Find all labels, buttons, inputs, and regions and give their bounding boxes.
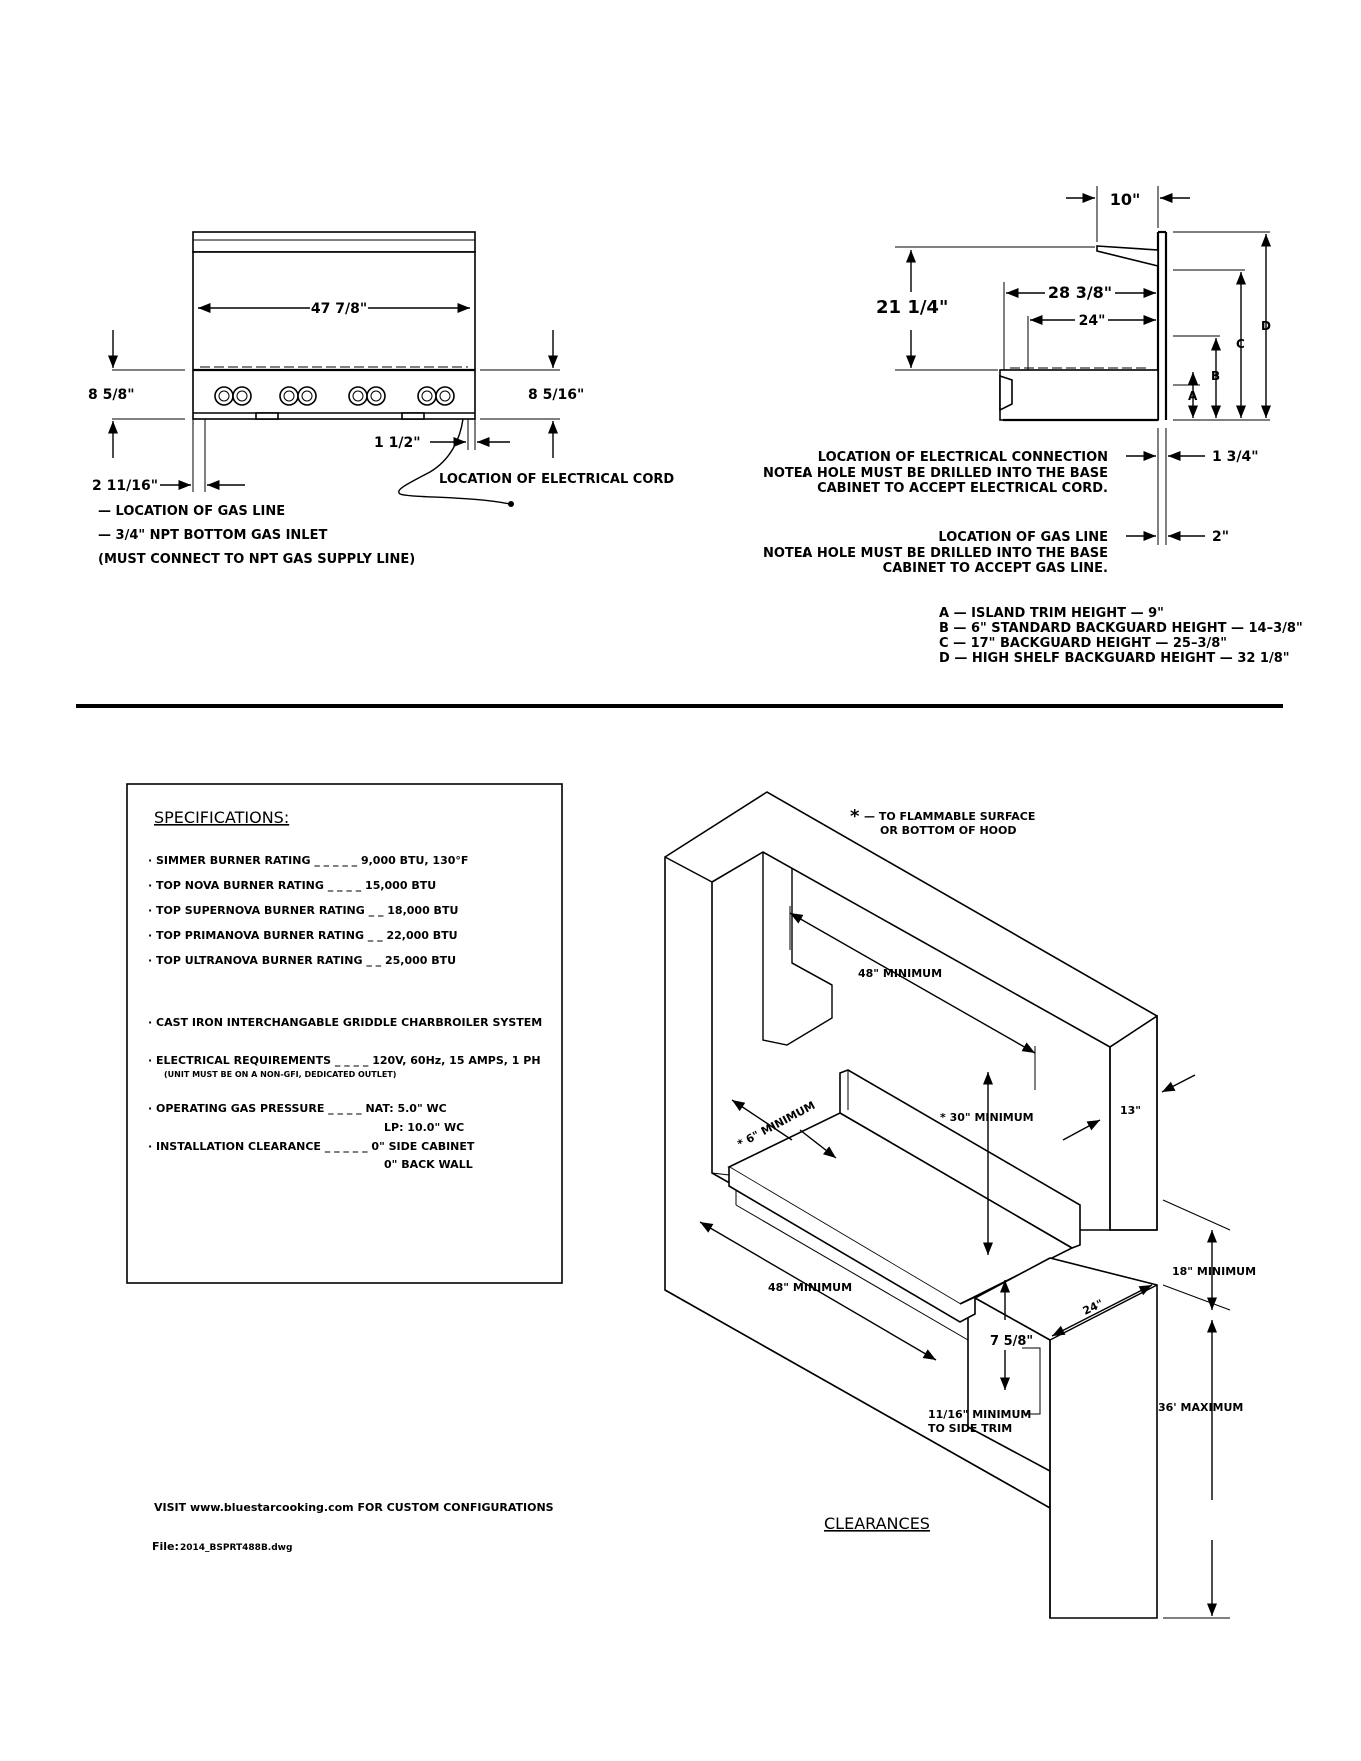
shelf-depth-dim: 10" <box>1110 190 1141 209</box>
clearance-width-bottom: 48" MINIMUM <box>768 1281 852 1294</box>
spec-line-simmer: · SIMMER BURNER RATING _ _ _ _ _ 9,000 B… <box>148 854 468 867</box>
side-view-drawing <box>895 186 1272 545</box>
depth-inner-dim: 24" <box>1079 313 1106 329</box>
clearance-hood-depth: 13" <box>1120 1104 1141 1117</box>
spec-line-electrical-note: (UNIT MUST BE ON A NON-GFI, DEDICATED OU… <box>164 1070 396 1079</box>
gas-note-line1: A HOLE MUST BE DRILLED INTO THE BASE <box>802 546 1108 561</box>
gas-line-label: LOCATION OF GAS LINE <box>938 530 1108 545</box>
electrical-connection-label: LOCATION OF ELECTRICAL CONNECTION <box>818 450 1108 465</box>
legend-a: A — ISLAND TRIM HEIGHT — 9" <box>939 606 1164 621</box>
gas-note-line2: CABINET TO ACCEPT GAS LINE. <box>883 561 1108 576</box>
electrical-note-prefix: NOTE: <box>763 466 808 481</box>
gas-note-3: (MUST CONNECT TO NPT GAS SUPPLY LINE) <box>98 552 415 567</box>
cord-offset-dim: 1 1/2" <box>374 435 421 451</box>
spec-line-supernova: · TOP SUPERNOVA BURNER RATING _ _ 18,000… <box>148 904 458 917</box>
legend-c: C — 17" BACKGUARD HEIGHT — 25–3/8" <box>939 636 1227 651</box>
gas-offset-side-dim: 2" <box>1212 529 1229 545</box>
spec-line-clearance: · INSTALLATION CLEARANCE _ _ _ _ _ 0" SI… <box>148 1140 475 1153</box>
specifications-box <box>126 783 563 1284</box>
clearance-trim-min-1: 11/16" MINIMUM <box>928 1408 1031 1421</box>
depth-outer-dim: 28 3/8" <box>1048 283 1112 302</box>
clearance-note-star: * <box>850 806 860 827</box>
front-height-right-dim: 8 5/16" <box>528 387 584 403</box>
clearance-note-line2: OR BOTTOM OF HOOD <box>880 824 1017 837</box>
knob-row <box>214 386 455 406</box>
spec-line-primanova: · TOP PRIMANOVA BURNER RATING _ _ 22,000… <box>148 929 458 942</box>
gas-note-2: — 3/4" NPT BOTTOM GAS INLET <box>98 528 327 543</box>
gas-note-prefix: NOTE: <box>763 546 808 561</box>
clearances-drawing <box>664 791 1231 1619</box>
clearance-note-line1: — TO FLAMMABLE SURFACE <box>864 810 1035 823</box>
gas-offset-dim: 2 11/16" <box>92 478 158 494</box>
specifications-title: SPECIFICATIONS: <box>154 808 289 827</box>
cord-label: LOCATION OF ELECTRICAL CORD <box>439 472 674 487</box>
legend-d: D — HIGH SHELF BACKGUARD HEIGHT — 32 1/8… <box>939 651 1290 666</box>
side-height-dim: 21 1/4" <box>876 297 948 318</box>
spec-line-gas-lp: LP: 10.0" WC <box>384 1121 464 1134</box>
file-name: 2014_BSPRT488B.dwg <box>180 1543 292 1553</box>
visit-website-text: VISIT www.bluestarcooking.com FOR CUSTOM… <box>154 1501 554 1514</box>
clearance-trim-min-2: TO SIDE TRIM <box>928 1422 1012 1435</box>
electrical-note-line2: CABINET TO ACCEPT ELECTRICAL CORD. <box>817 481 1108 496</box>
clearance-above-counter: 18" MINIMUM <box>1172 1265 1256 1278</box>
electrical-note-line1: A HOLE MUST BE DRILLED INTO THE BASE <box>802 466 1108 481</box>
clearance-counter-height: 36' MAXIMUM <box>1158 1401 1243 1414</box>
gas-note-1: — LOCATION OF GAS LINE <box>98 504 285 519</box>
spec-line-ultranova: · TOP ULTRANOVA BURNER RATING _ _ 25,000… <box>148 954 456 967</box>
electrical-offset-dim: 1 3/4" <box>1212 449 1259 465</box>
spec-line-electrical: · ELECTRICAL REQUIREMENTS _ _ _ _ 120V, … <box>148 1054 541 1067</box>
file-label: File: <box>152 1540 179 1553</box>
spec-line-backwall: 0" BACK WALL <box>384 1158 473 1171</box>
letter-b: B <box>1211 369 1220 383</box>
legend-b: B — 6" STANDARD BACKGUARD HEIGHT — 14–3/… <box>939 621 1303 636</box>
spec-line-griddle: · CAST IRON INTERCHANGABLE GRIDDLE CHARB… <box>148 1016 542 1029</box>
letter-a: A <box>1188 389 1198 403</box>
spec-line-gas-pressure: · OPERATING GAS PRESSURE _ _ _ _ NAT: 5.… <box>148 1102 447 1115</box>
spec-line-nova: · TOP NOVA BURNER RATING _ _ _ _ 15,000 … <box>148 879 436 892</box>
letter-d: D <box>1261 319 1271 333</box>
clearance-hood-min: * 30" MINIMUM <box>940 1111 1034 1124</box>
clearance-width-top: 48" MINIMUM <box>858 967 942 980</box>
clearances-title: CLEARANCES <box>824 1514 930 1533</box>
front-view-drawing <box>107 231 560 507</box>
front-height-left-dim: 8 5/8" <box>88 387 135 403</box>
letter-c: C <box>1236 337 1245 351</box>
front-width-dim: 47 7/8" <box>311 301 367 317</box>
clearance-trim-height: 7 5/8" <box>990 1334 1033 1349</box>
